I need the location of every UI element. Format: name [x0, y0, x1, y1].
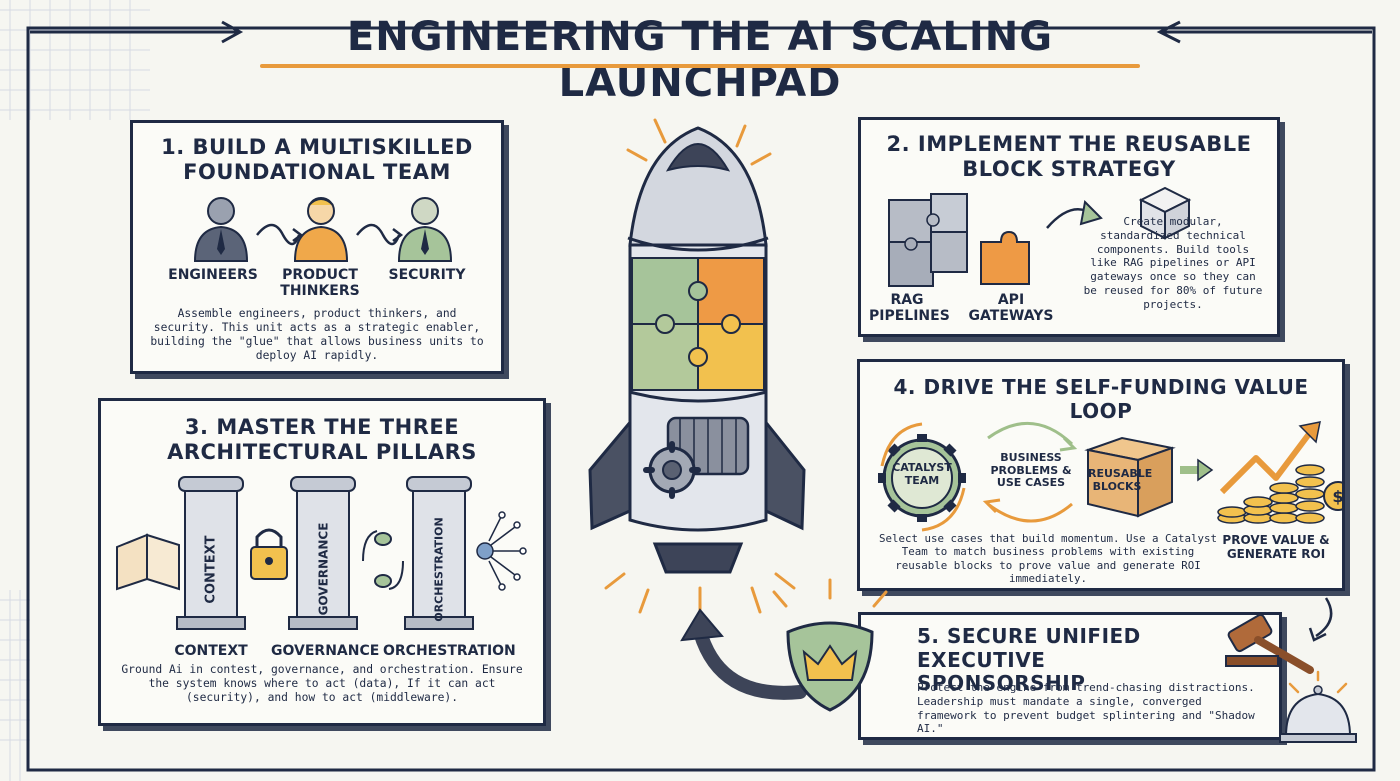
svg-text:$: $: [1332, 487, 1342, 506]
connector-arrow: [1315, 597, 1333, 638]
rocket-nozzle: [652, 542, 744, 574]
network-icon: [476, 511, 527, 591]
section-2-title: 2. IMPLEMENT THE REUSABLE BLOCK STRATEGY: [861, 132, 1277, 182]
label-prove-value: PROVE VALUE & GENERATE ROI: [1222, 533, 1330, 561]
pillars-illustration: [116, 476, 527, 630]
security-person-icon: [397, 197, 453, 262]
gavel-icon: [1225, 613, 1314, 674]
link-cycle-icon: [362, 530, 404, 590]
role-label-engineers: ENGINEERS: [168, 267, 258, 283]
section-2-body: Create modular, standardized technical c…: [1083, 215, 1263, 311]
grid-pattern: [0, 0, 150, 781]
section-3-title-line1: 3. MASTER THE THREE: [184, 415, 460, 439]
engine-gear-icon: [643, 416, 750, 499]
role-label-product-thinkers: PRODUCT THINKERS: [280, 267, 360, 300]
service-bell-icon: [1279, 670, 1357, 743]
label-catalyst-team: CATALYST TEAM: [892, 461, 952, 487]
label-rag-pipelines: RAG PIPELINES: [869, 292, 950, 325]
coins-icon: [1217, 464, 1325, 524]
section-4-body: Select use cases that build momentum. Us…: [878, 532, 1217, 586]
rocket-tip: [665, 143, 731, 172]
section-1-card: 1. BUILD A MULTISKILLED FOUNDATIONAL TEA…: [130, 120, 504, 374]
pillar-orchestration: [404, 476, 474, 630]
curved-arrow-icon: [680, 608, 807, 700]
section-5-body: Protect the engine from trend-chasing di…: [917, 681, 1255, 736]
section-2-card: 2. IMPLEMENT THE REUSABLE BLOCK STRATEGY: [858, 117, 1280, 337]
section-5-title-line2: EXECUTIVE SPONSORSHIP: [917, 647, 1086, 696]
engineer-person-icon: [193, 197, 249, 262]
section-1-title-line1: 1. BUILD A MULTISKILLED: [161, 135, 473, 159]
section-1-title: 1. BUILD A MULTISKILLED FOUNDATIONAL TEA…: [133, 135, 501, 185]
role-label-security: SECURITY: [388, 267, 466, 283]
book-icon: [116, 533, 180, 591]
label-context: CONTEXT: [174, 643, 248, 659]
pillar-governance: [288, 476, 358, 630]
dollar-coin-icon: $: [1323, 481, 1342, 511]
padlock-icon: [250, 528, 288, 580]
section-1-title-line2: FOUNDATIONAL TEAM: [183, 159, 451, 184]
label-orchestration: ORCHESTRATION: [383, 643, 516, 659]
product-thinker-person-icon: [293, 197, 349, 262]
spark-icon: [604, 118, 796, 614]
puzzle-blocks-icon: [888, 193, 968, 287]
orange-puzzle-icon: [980, 230, 1030, 285]
section-3-title: 3. MASTER THE THREE ARCHITECTURAL PILLAR…: [101, 415, 543, 465]
label-api-gateways: API GATEWAYS: [968, 292, 1054, 325]
section-5-title: 5. SECURE UNIFIED EXECUTIVE SPONSORSHIP: [917, 624, 1217, 696]
box-icon: [1084, 436, 1176, 518]
section-5-title-line1: 5. SECURE UNIFIED: [917, 624, 1141, 648]
label-business-problems: BUSINESS PROBLEMS & USE CASES: [990, 451, 1072, 490]
section-2-title-line1: 2. IMPLEMENT THE REUSABLE: [886, 132, 1252, 156]
reusable-blocks-illustration: [888, 186, 1192, 287]
section-1-body: Assemble engineers, product thinkers, an…: [150, 307, 484, 363]
rocket-nose: [628, 126, 768, 247]
rocket-illustration: [588, 118, 806, 614]
section-5-card: 5. SECURE UNIFIED EXECUTIVE SPONSORSHIP …: [858, 612, 1282, 740]
label-governance: GOVERNANCE: [271, 643, 380, 659]
title-arrows: [30, 20, 1372, 44]
section-3-body: Ground Ai in contest, governance, and or…: [121, 663, 523, 705]
section-3-title-line2: ARCHITECTURAL PILLARS: [167, 439, 477, 464]
title-underline: [260, 64, 1140, 68]
label-reusable-blocks: REUSABLE BLOCKS: [1088, 467, 1153, 493]
section-3-card: 3. MASTER THE THREE ARCHITECTURAL PILLAR…: [98, 398, 546, 726]
section-4-title: 4. DRIVE THE SELF-FUNDING VALUE LOOP: [893, 375, 1309, 423]
outer-frame: [26, 26, 1376, 772]
crown-shield-icon: [772, 578, 888, 712]
section-2-title-line2: BLOCK STRATEGY: [962, 156, 1176, 181]
loop-arrows-icon: [982, 421, 1078, 523]
puzzle-piece-green: [631, 257, 699, 325]
catalyst-gear-icon: [878, 434, 966, 522]
team-icons: [193, 197, 453, 262]
pillar-context: [176, 476, 246, 630]
cube-icon: [1138, 186, 1192, 240]
section-4-card: 4. DRIVE THE SELF-FUNDING VALUE LOOP: [857, 359, 1345, 591]
growth-arrow-icon: [1219, 421, 1321, 495]
value-loop-illustration: $: [878, 421, 1342, 532]
puzzle-piece-yellow: [697, 323, 765, 391]
